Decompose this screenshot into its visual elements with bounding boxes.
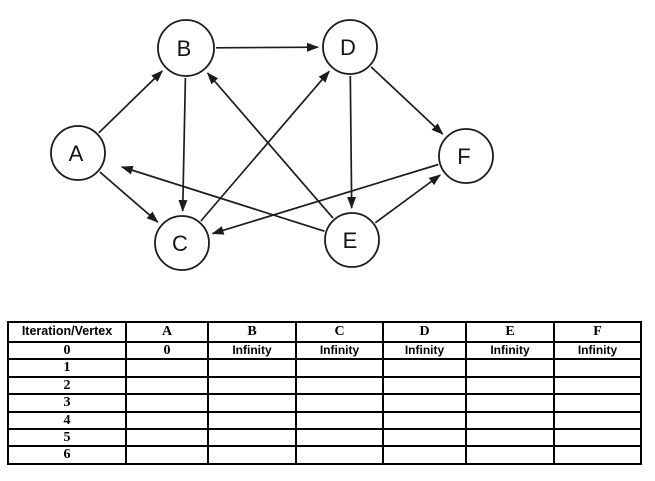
cell-1-D [382,358,467,378]
iteration-row-4: 4 [7,410,642,430]
graph-canvas: A B C D E F [50,19,494,271]
cell-2-A [125,375,209,396]
node-label-D: D [340,35,356,60]
cell-6-E [465,445,555,465]
edge-E-to-A [120,165,325,233]
cell-5-B [207,427,297,448]
iteration-row-6: 6 [7,445,642,465]
cell-4-D [382,410,467,430]
iteration-label-2: 2 [7,375,127,396]
cell-1-F [553,358,642,378]
cell-5-A [125,427,209,448]
vertex-header-D: D [382,321,467,343]
node-circle-D [322,19,378,75]
node-label-B: B [177,36,192,61]
iteration-label-4: 4 [7,410,127,430]
cell-0-A: 0 [125,340,209,361]
vertex-header-F: F [553,321,642,343]
iteration-label-3: 3 [7,393,127,413]
cell-6-C [295,445,384,465]
edge-C-to-D [200,70,330,222]
iteration-label-5: 5 [7,427,127,448]
cell-5-F [553,427,642,448]
node-circle-F [438,128,494,184]
edge-B-to-D [215,42,319,52]
cell-4-B [207,410,297,430]
vertex-header-B: B [207,321,297,343]
cell-5-E [465,427,555,448]
vertex-header-E: E [465,321,555,343]
cell-4-C [295,410,384,430]
edge-D-to-E [347,75,357,209]
cell-3-E [465,393,555,413]
edge-E-to-B [206,72,334,219]
iteration-label-1: 1 [7,358,127,378]
iteration-row-5: 5 [7,427,642,448]
cell-3-B [207,393,297,413]
node-circle-C [154,215,210,271]
cell-6-F [553,445,642,465]
cell-0-E: Infinity [465,340,555,361]
edge-D-to-F [370,66,444,135]
edge-A-to-C [99,171,159,223]
cell-6-B [207,445,297,465]
node-label-C: C [172,231,188,256]
edge-E-to-F [374,174,442,224]
node-label-A: A [69,141,84,166]
edge-A-to-B [98,70,164,134]
cell-1-C [295,358,384,378]
cell-2-C [295,375,384,396]
edge-B-to-C [178,77,188,212]
cell-5-D [382,427,467,448]
cell-0-C: Infinity [295,340,384,361]
cell-0-D: Infinity [382,340,467,361]
cell-0-B: Infinity [207,340,297,361]
iteration-label-6: 6 [7,445,127,465]
cell-4-A [125,410,209,430]
cell-3-F [553,393,642,413]
cell-1-A [125,358,209,378]
iteration-row-2: 2 [7,375,642,396]
cell-5-C [295,427,384,448]
iteration-row-1: 1 [7,358,642,378]
iteration-label-0: 0 [7,340,127,361]
edge-F-to-C [211,163,439,235]
node-circle-A [50,125,106,181]
cell-6-A [125,445,209,465]
cell-1-E [465,358,555,378]
vertex-header-C: C [295,321,384,343]
cell-2-F [553,375,642,396]
node-label-F: F [457,144,470,169]
cell-0-F: Infinity [553,340,642,361]
cell-2-B [207,375,297,396]
cell-1-B [207,358,297,378]
cell-6-D [382,445,467,465]
cell-2-E [465,375,555,396]
cell-4-F [553,410,642,430]
node-label-E: E [343,228,358,253]
cell-4-E [465,410,555,430]
iteration-row-3: 3 [7,393,642,413]
vertex-header-A: A [125,321,209,343]
cell-2-D [382,375,467,396]
node-circle-E [324,212,380,268]
cell-3-C [295,393,384,413]
node-circle-B [157,19,215,77]
cell-3-A [125,393,209,413]
corner-header: Iteration/Vertex [7,321,127,343]
cell-3-D [382,393,467,413]
